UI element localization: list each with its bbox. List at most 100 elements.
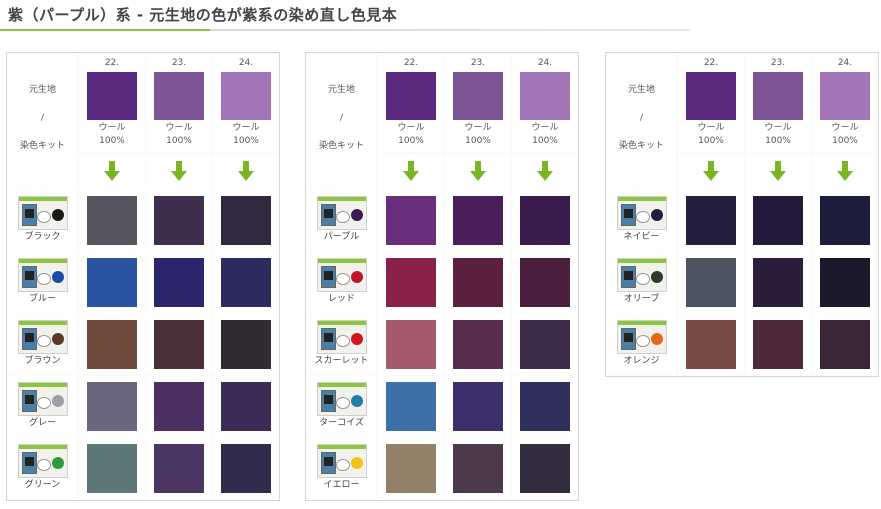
kit-spoon	[37, 335, 51, 347]
dye-kit-name: ブラウン	[24, 356, 61, 366]
base-fabric-swatch	[520, 72, 570, 120]
fabric-percentage: 100%	[233, 136, 259, 146]
result-cell	[378, 190, 444, 251]
result-swatch	[154, 320, 204, 369]
result-swatch	[520, 382, 570, 431]
dye-kit-cell: イエロー	[307, 438, 376, 499]
kit-spoon	[37, 459, 51, 471]
kit-color-dot	[651, 271, 663, 283]
fabric-percentage: 100%	[465, 136, 491, 146]
result-cell	[213, 376, 279, 437]
base-fabric-number: 23.	[470, 58, 486, 68]
header-label-cell: 元生地/染色キット	[307, 54, 376, 189]
result-swatch	[753, 320, 803, 369]
dye-kit-package-image	[317, 196, 367, 230]
result-cell	[678, 314, 744, 375]
dye-kit-cell: オレンジ	[607, 314, 676, 375]
dye-kit-cell: ブラウン	[8, 314, 77, 375]
result-swatch	[453, 196, 503, 245]
result-cell	[745, 190, 811, 251]
kit-dye-packet	[22, 452, 37, 474]
base-fabric-number: 23.	[770, 58, 786, 68]
dye-kit-name: オリーブ	[623, 294, 660, 304]
result-swatch	[154, 196, 204, 245]
dye-kit-cell: レッド	[307, 252, 376, 313]
kit-dye-packet	[621, 266, 636, 288]
kit-label-stripe	[19, 259, 67, 263]
result-swatch	[87, 196, 137, 245]
result-cell	[812, 252, 878, 313]
kit-color-dot	[52, 271, 64, 283]
kit-spoon	[37, 211, 51, 223]
result-cell	[79, 252, 145, 313]
arrow-down-icon	[470, 161, 486, 181]
result-swatch	[87, 382, 137, 431]
arrow-cell	[378, 153, 444, 189]
result-cell	[812, 190, 878, 251]
header-label-text: /	[639, 113, 644, 123]
arrow-down-icon	[837, 161, 853, 181]
dye-kit-package-image	[617, 320, 667, 354]
dye-kit-name: ネイビー	[623, 232, 660, 242]
base-fabric-number: 22.	[703, 58, 719, 68]
kit-spoon	[336, 397, 350, 409]
base-fabric-number: 24.	[537, 58, 553, 68]
dye-kit-name: パープル	[323, 232, 360, 242]
result-cell	[512, 314, 578, 375]
arrow-cell	[745, 153, 811, 189]
fabric-material: ウール	[764, 123, 792, 133]
dye-kit-package-image	[18, 196, 68, 230]
result-swatch	[520, 258, 570, 307]
result-cell	[678, 252, 744, 313]
result-swatch	[686, 196, 736, 245]
title-divider	[0, 29, 690, 31]
header-label-text: 染色キット	[19, 141, 65, 151]
result-cell	[146, 376, 212, 437]
kit-color-dot	[351, 395, 363, 407]
fabric-material: ウール	[232, 123, 260, 133]
kit-color-dot	[52, 395, 64, 407]
result-swatch	[221, 444, 271, 493]
result-cell	[445, 438, 511, 499]
kit-dye-packet	[22, 390, 37, 412]
result-cell	[812, 314, 878, 375]
dye-kit-name: グレー	[28, 418, 56, 428]
kit-label-stripe	[318, 321, 366, 325]
fabric-percentage: 100%	[99, 136, 125, 146]
dye-kit-package-image	[18, 382, 68, 416]
dye-kit-package-image	[617, 196, 667, 230]
base-fabric-swatch	[820, 72, 870, 120]
kit-dye-packet	[621, 328, 636, 350]
result-swatch	[820, 258, 870, 307]
dye-kit-cell: ブラック	[8, 190, 77, 251]
result-swatch	[686, 320, 736, 369]
header-label-text: 元生地	[28, 85, 56, 95]
header-label-text: 染色キット	[618, 141, 664, 151]
base-fabric-swatch	[154, 72, 204, 120]
result-swatch	[154, 382, 204, 431]
dye-kit-package-image	[317, 444, 367, 478]
kit-label-stripe	[318, 383, 366, 387]
result-swatch	[820, 196, 870, 245]
dye-kit-package-image	[317, 320, 367, 354]
kit-spoon	[336, 211, 350, 223]
kit-dye-packet	[22, 204, 37, 226]
dye-kit-name: ブルー	[28, 294, 56, 304]
fabric-percentage: 100%	[166, 136, 192, 146]
kit-dye-packet	[621, 204, 636, 226]
result-swatch	[386, 258, 436, 307]
fabric-percentage: 100%	[765, 136, 791, 146]
result-swatch	[87, 258, 137, 307]
arrow-cell	[678, 153, 744, 189]
result-swatch	[753, 196, 803, 245]
header-label-text: 染色キット	[318, 141, 364, 151]
kit-spoon	[336, 273, 350, 285]
result-swatch	[154, 444, 204, 493]
page-title: 紫（パープル）系 - 元生地の色が紫系の染め直し色見本	[8, 6, 398, 24]
arrow-down-icon	[770, 161, 786, 181]
dye-kit-name: ターコイズ	[319, 418, 364, 428]
result-swatch	[686, 258, 736, 307]
fabric-material: ウール	[98, 123, 126, 133]
